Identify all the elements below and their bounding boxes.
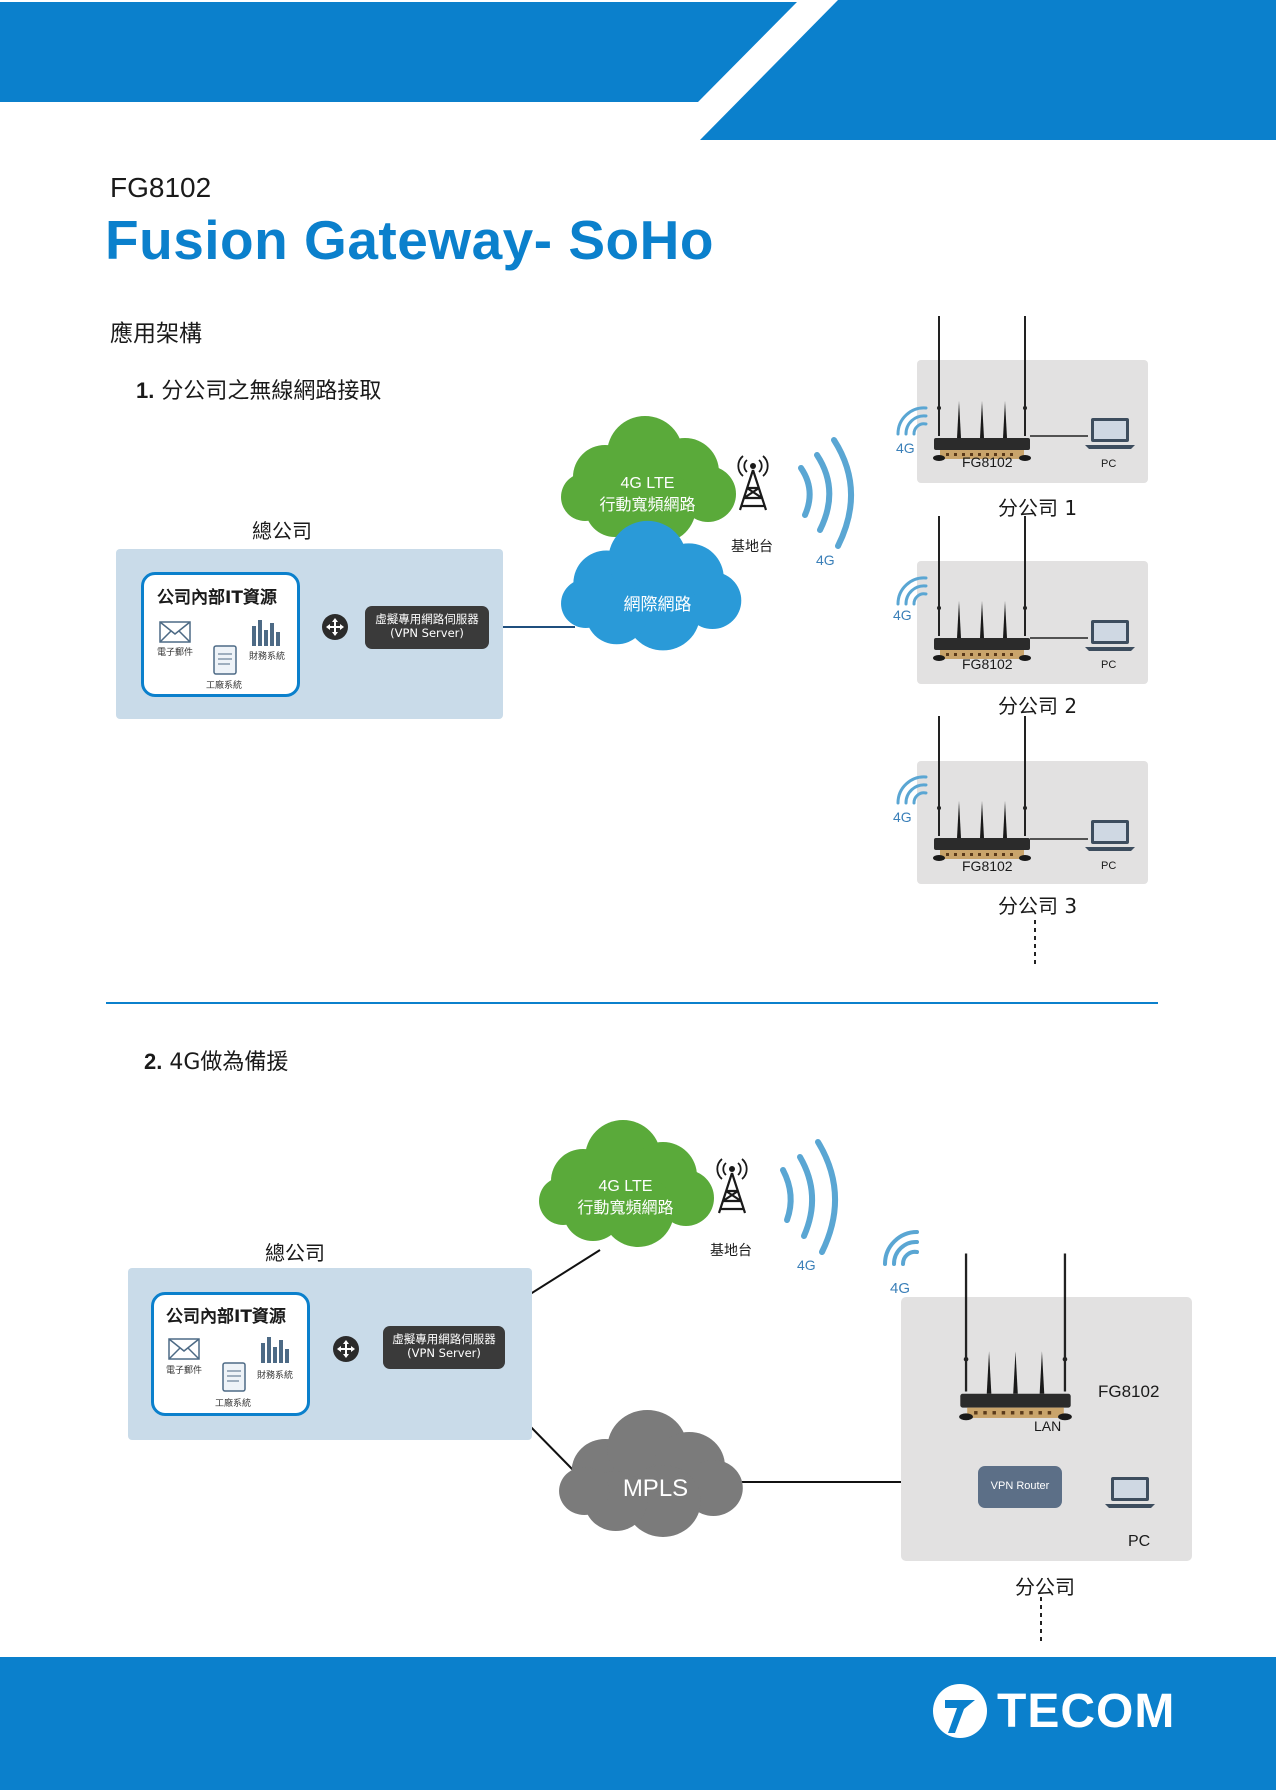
diagram1-heading: 1. 分公司之無線網路接取 bbox=[136, 373, 381, 405]
vpn-server-label-1: 虛擬專用網路伺服器 bbox=[375, 612, 479, 626]
tower-signal-label-2: 4G bbox=[797, 1257, 816, 1273]
diagram2-number: 2. bbox=[144, 1049, 163, 1074]
mpls-cloud bbox=[559, 1410, 743, 1537]
footer-band bbox=[0, 1657, 1276, 1790]
hub-icon-2 bbox=[332, 1335, 360, 1363]
signal-waves-icon-1 bbox=[798, 437, 855, 549]
branch2-pc-label: PC bbox=[1101, 659, 1117, 671]
finance-label-2: 財務系統 bbox=[257, 1371, 294, 1381]
lte-title-1: 4G LTE bbox=[620, 475, 675, 492]
vpn-server-2: 虛擬專用網路伺服器 (VPN Server) bbox=[383, 1326, 505, 1369]
branch1-label: 分公司 1 bbox=[998, 496, 1078, 520]
mpls-cloud-label: MPLS bbox=[622, 1475, 689, 1502]
branch3-signal-label: 4G bbox=[893, 809, 912, 825]
diagram1-number: 1. bbox=[136, 378, 155, 403]
it-resources-title-2: 公司內部IT資源 bbox=[166, 1307, 286, 1327]
branch2-device-label: FG8102 bbox=[962, 656, 1013, 672]
section-title: 應用架構 bbox=[110, 321, 202, 347]
tower-signal-label-1: 4G bbox=[816, 552, 835, 568]
brand-name: TECOM bbox=[997, 1685, 1176, 1738]
tower-icon-1 bbox=[737, 454, 769, 512]
branch-signal-icon bbox=[883, 1230, 919, 1266]
lte-subtitle-1: 行動寬頻網路 bbox=[599, 495, 696, 514]
it-resources-box-2 bbox=[151, 1292, 310, 1416]
branch-device-label: FG8102 bbox=[1098, 1382, 1160, 1401]
lte-cloud-label-1: 4G LTE 行動寬頻網路 bbox=[560, 473, 735, 515]
vpn-server-label-2: 虛擬專用網路伺服器 bbox=[392, 1332, 496, 1346]
branch1-pc-label: PC bbox=[1101, 458, 1117, 470]
vpn-server-1: 虛擬專用網路伺服器 (VPN Server) bbox=[365, 606, 489, 649]
branch-1-art bbox=[896, 315, 1148, 483]
internet-cloud bbox=[561, 520, 742, 651]
branch3-pc-label: PC bbox=[1101, 860, 1117, 872]
branch-pc-label: PC bbox=[1128, 1533, 1151, 1550]
base-station-label-1: 基地台 bbox=[731, 539, 773, 555]
vpn-server-sublabel-2: (VPN Server) bbox=[407, 1346, 481, 1360]
diagram2-heading-text: 4G做為備援 bbox=[169, 1050, 289, 1075]
branch1-device-label: FG8102 bbox=[962, 454, 1013, 470]
branch1-signal-label: 4G bbox=[896, 440, 915, 456]
branch-2-art bbox=[896, 515, 1148, 684]
internet-cloud-label: 網際網路 bbox=[623, 595, 692, 615]
finance-label-1: 財務系統 bbox=[249, 652, 286, 662]
vpn-router-label: VPN Router bbox=[990, 1480, 1050, 1492]
lte-title-2: 4G LTE bbox=[598, 1178, 653, 1195]
model-number: FG8102 bbox=[110, 172, 212, 203]
tower-icon-2 bbox=[716, 1157, 748, 1215]
lte-cloud-label-2: 4G LTE 行動寬頻網路 bbox=[538, 1176, 713, 1218]
it-resources-title-1: 公司內部IT資源 bbox=[157, 588, 277, 608]
header-band bbox=[0, 0, 1276, 140]
branch-signal-label: 4G bbox=[890, 1280, 911, 1297]
branch3-device-label: FG8102 bbox=[962, 858, 1013, 874]
branch-office-label: 分公司 bbox=[1015, 1575, 1075, 1599]
factory-label-1: 工廠系統 bbox=[206, 681, 243, 691]
diagram1-heading-text: 分公司之無線網路接取 bbox=[161, 379, 382, 404]
hub-icon-1 bbox=[321, 613, 349, 641]
base-station-label-2: 基地台 bbox=[710, 1243, 752, 1259]
email-label-2: 電子郵件 bbox=[166, 1366, 203, 1376]
branch2-signal-label: 4G bbox=[893, 607, 912, 623]
diagram2-heading: 2. 4G做為備援 bbox=[144, 1044, 288, 1076]
branch2-label: 分公司 2 bbox=[998, 694, 1078, 718]
lte-subtitle-2: 行動寬頻網路 bbox=[577, 1198, 674, 1217]
vpn-server-sublabel-1: (VPN Server) bbox=[390, 626, 464, 640]
signal-waves-icon-2 bbox=[780, 1139, 839, 1255]
hq-label-1: 總公司 bbox=[252, 519, 312, 543]
page-title: Fusion Gateway- SoHo bbox=[105, 209, 714, 271]
branch-office-art bbox=[901, 1252, 1192, 1561]
tecom-logo-icon bbox=[933, 1684, 987, 1738]
hq-label-2: 總公司 bbox=[265, 1241, 325, 1265]
branch3-label: 分公司 3 bbox=[998, 894, 1078, 918]
branch-3-art bbox=[896, 715, 1148, 884]
email-label-1: 電子郵件 bbox=[157, 648, 194, 658]
factory-label-2: 工廠系統 bbox=[215, 1399, 252, 1409]
lan-label: LAN bbox=[1034, 1418, 1062, 1434]
